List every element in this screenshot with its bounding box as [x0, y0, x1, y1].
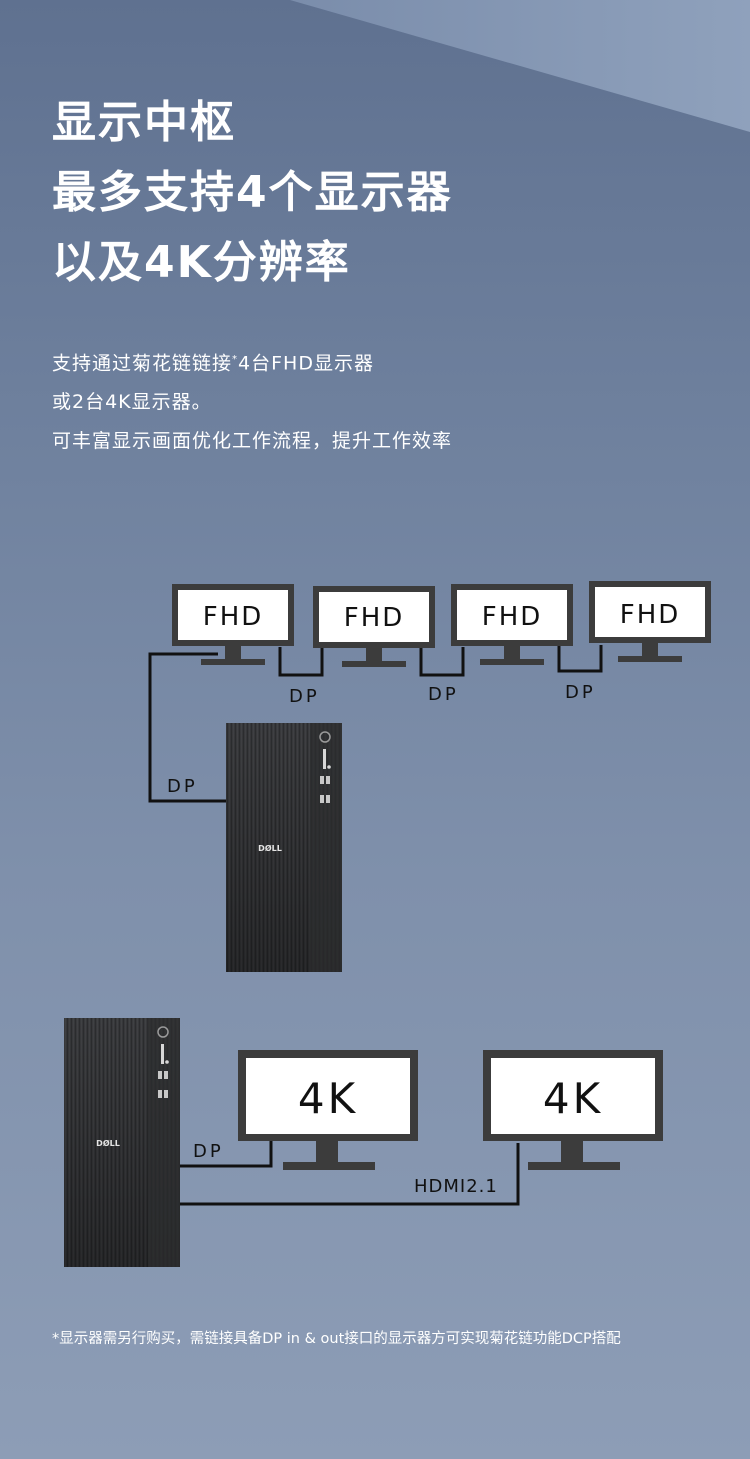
headline-line-1: 显示中枢	[52, 97, 236, 148]
pc-tower-2: DØLL	[64, 1018, 180, 1267]
monitor-2-label: FHD	[344, 603, 405, 633]
dual-4k-diagram: 4K 4K DP HDMI2.1 DØLL	[64, 1018, 663, 1267]
link-label-1: DP	[289, 686, 320, 707]
cable-monitor-2-to-3	[419, 647, 465, 677]
usb-port-icon	[326, 795, 330, 803]
description-line-1-tail: 4台FHD显示器	[238, 352, 374, 375]
audio-jack-icon	[327, 765, 331, 769]
usb-port-icon	[320, 776, 324, 784]
monitor-4k-1: 4K	[238, 1050, 418, 1170]
monitor-fhd-1: FHD	[172, 584, 294, 665]
usb-port-icon	[158, 1071, 162, 1079]
monitor-4k-2-label: 4K	[543, 1074, 603, 1123]
cables-4k	[180, 1140, 520, 1206]
monitor-4k-2: 4K	[483, 1050, 663, 1170]
cables	[148, 645, 603, 803]
hdmi-link-label: HDMI2.1	[414, 1176, 498, 1197]
monitor-fhd-4: FHD	[589, 581, 711, 662]
monitor-1-label: FHD	[203, 602, 264, 632]
cable-dp-to-4k-1	[180, 1140, 273, 1168]
cable-monitor-1-to-2	[278, 647, 324, 677]
card-slot-icon	[323, 749, 326, 769]
cable-monitor-3-to-4	[557, 645, 603, 673]
pc-link-label: DP	[167, 776, 198, 797]
monitor-fhd-2: FHD	[313, 586, 435, 667]
audio-jack-icon	[165, 1060, 169, 1064]
description: 支持通过菊花链链接*4台FHD显示器 或2台4K显示器。 可丰富显示画面优化工作…	[52, 340, 452, 461]
description-line-3: 可丰富显示画面优化工作流程，提升工作效率	[52, 430, 453, 453]
dell-logo: DØLL	[96, 1138, 120, 1148]
monitor-fhd-3: FHD	[451, 584, 573, 665]
monitor-3-label: FHD	[482, 602, 543, 632]
dell-logo: DØLL	[258, 843, 282, 853]
footnote: *显示器需另行购买，需链接具备DP in & out接口的显示器方可实现菊花链功…	[52, 1331, 621, 1347]
description-line-2: 或2台4K显示器。	[52, 391, 212, 414]
description-asterisk: *	[232, 354, 239, 365]
usb-port-icon	[326, 776, 330, 784]
description-line-1-text: 支持通过菊花链链接	[52, 352, 233, 375]
link-label-2: DP	[428, 684, 459, 705]
card-slot-icon	[161, 1044, 164, 1064]
headline-line-3: 以及4K分辨率	[52, 237, 351, 288]
usb-port-icon	[164, 1090, 168, 1098]
headline-line-2: 最多支持4个显示器	[52, 167, 453, 218]
headline: 显示中枢 最多支持4个显示器 以及4K分辨率	[52, 88, 453, 298]
link-label-3: DP	[565, 682, 596, 703]
cable-pc-to-monitor-1	[148, 652, 228, 803]
power-button-icon	[157, 1026, 169, 1038]
monitor-4-label: FHD	[620, 600, 681, 630]
description-line-1: 支持通过菊花链链接*4台FHD显示器	[52, 340, 452, 383]
cable-hdmi-to-4k-2	[180, 1143, 520, 1206]
usb-port-icon	[164, 1071, 168, 1079]
usb-port-icon	[158, 1090, 162, 1098]
dp-link-label: DP	[193, 1141, 224, 1162]
pc-tower-1: DØLL	[226, 723, 342, 972]
usb-port-icon	[320, 795, 324, 803]
power-button-icon	[319, 731, 331, 743]
daisy-chain-diagram: FHD FHD FHD FHD DP DP DP D	[148, 581, 711, 972]
monitor-4k-1-label: 4K	[298, 1074, 358, 1123]
